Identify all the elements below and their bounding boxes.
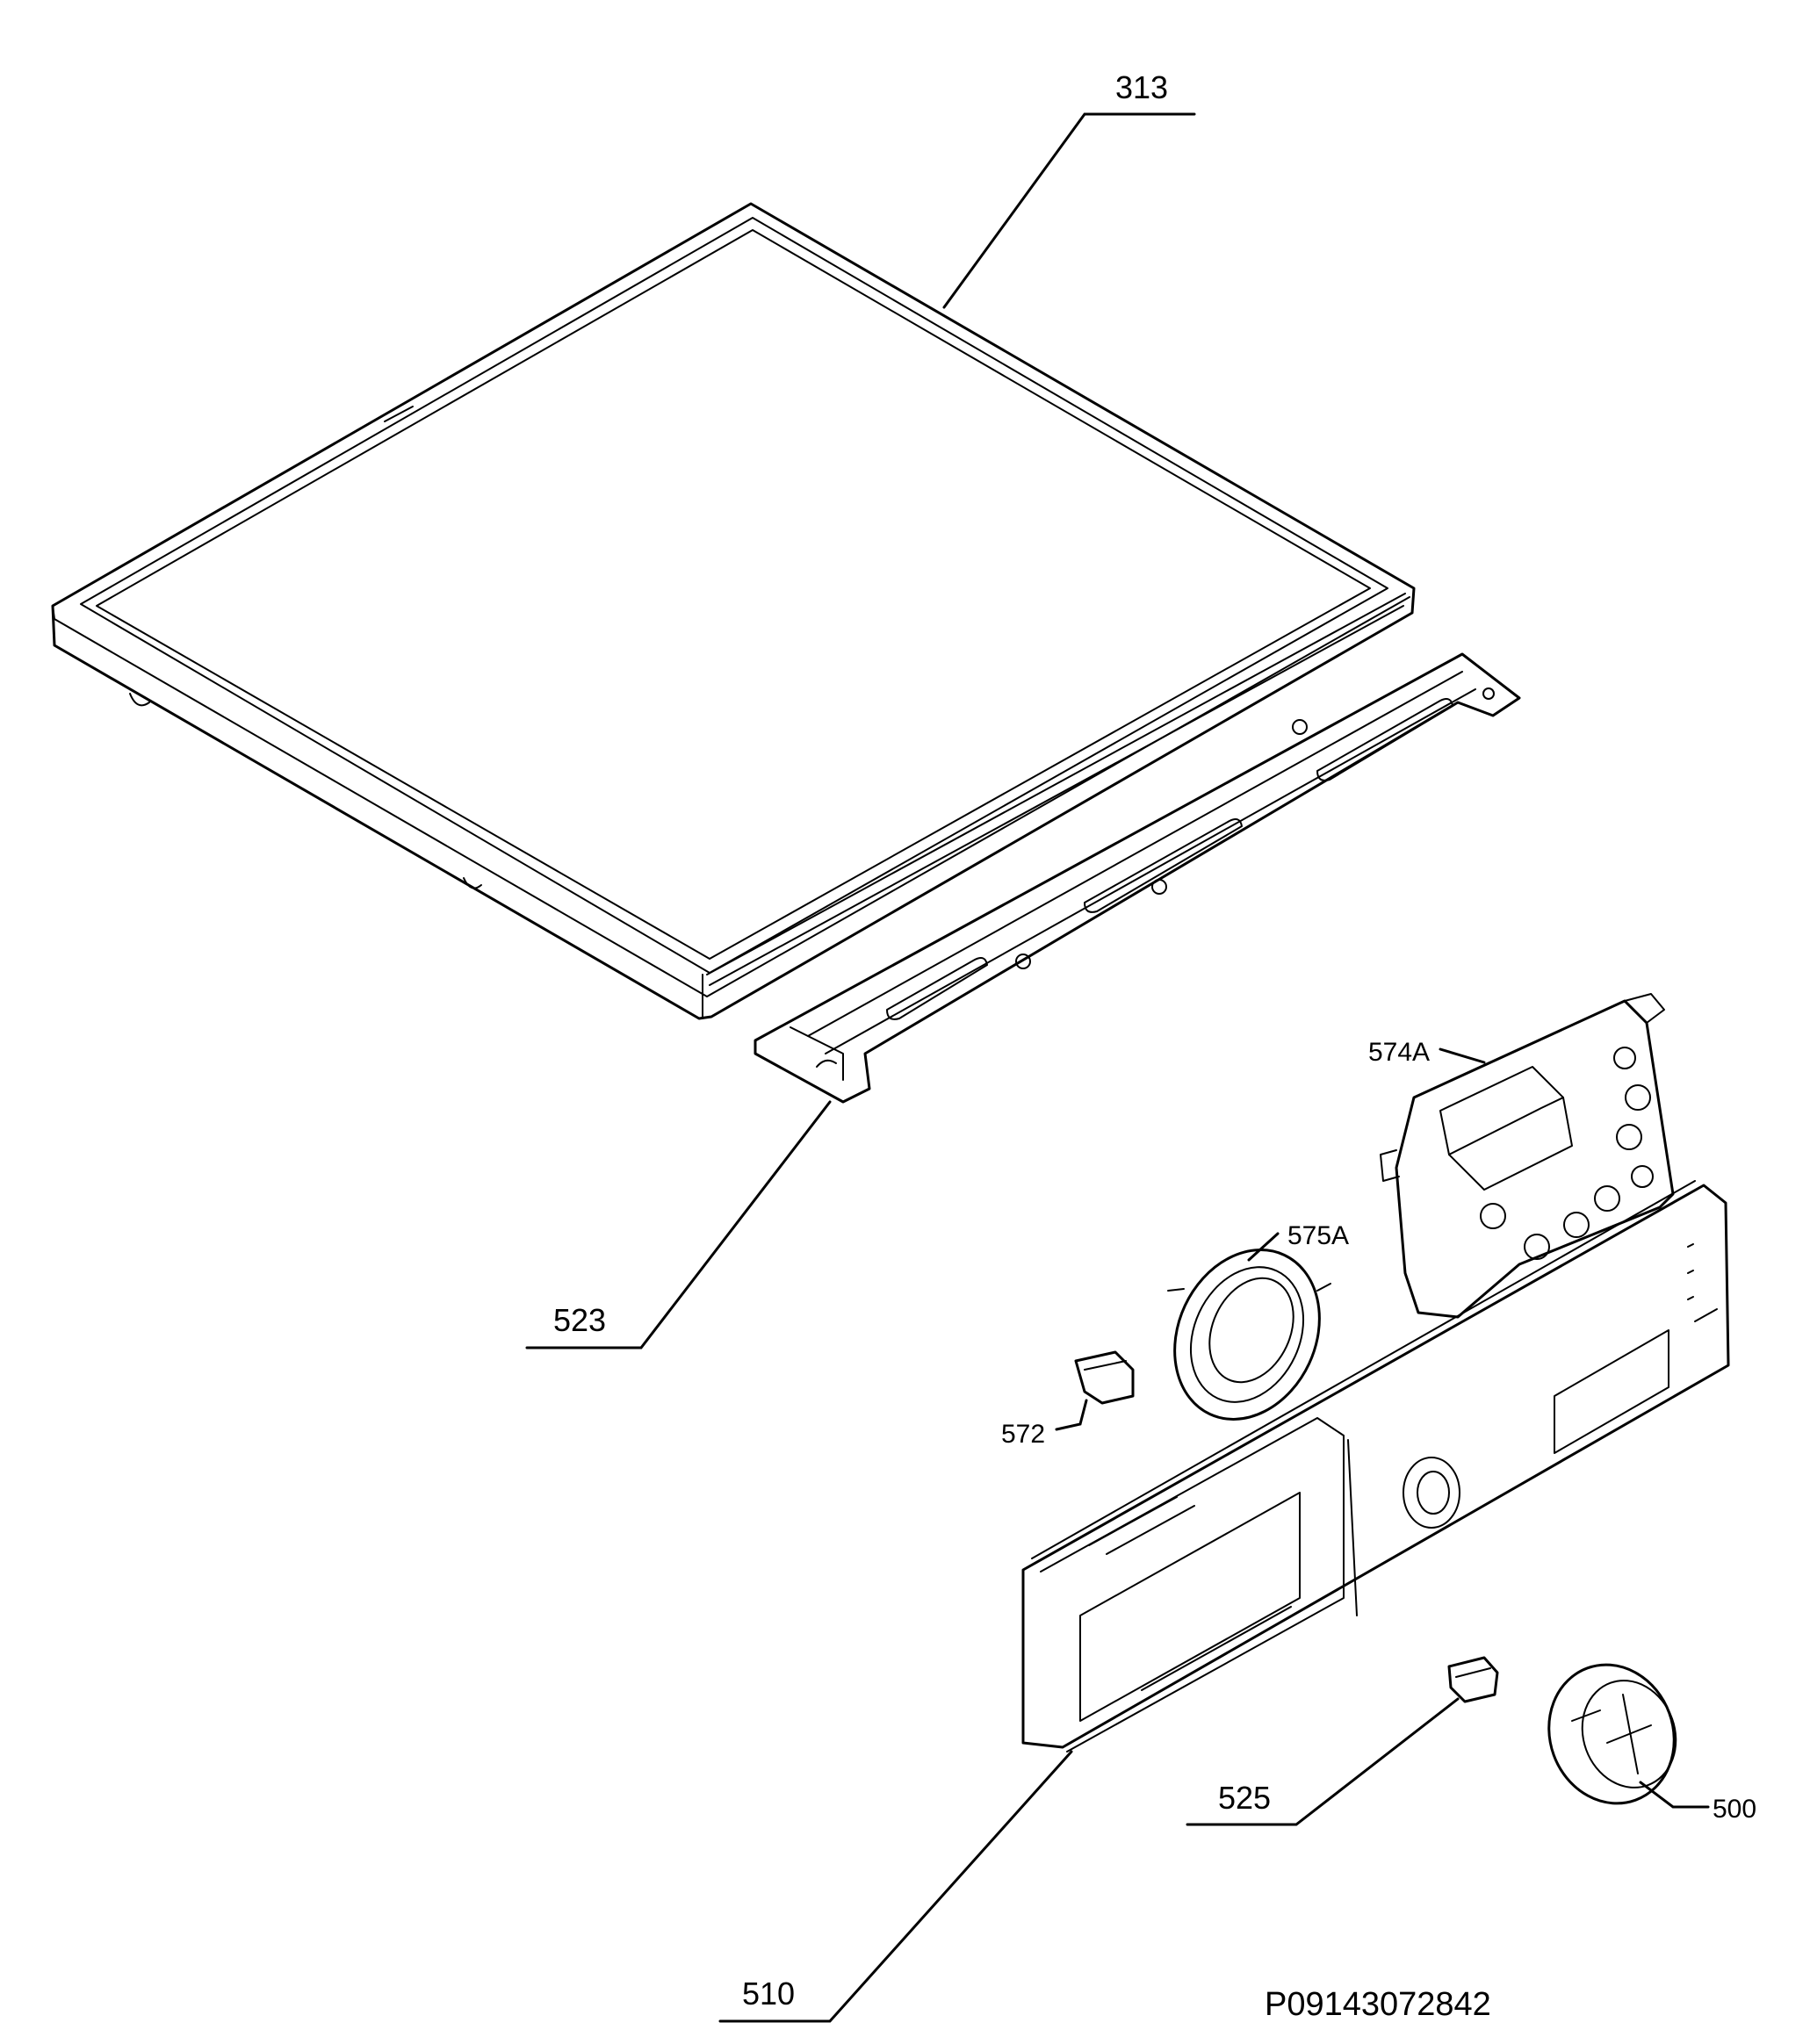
selector-ring-575A[interactable] [1148,1226,1346,1443]
part-number-510: 510 [742,1976,795,2012]
leader-523 [525,1100,832,1349]
button-525[interactable] [1447,1656,1499,1703]
knob-500[interactable] [1530,1647,1693,1821]
leader-500 [1639,1781,1710,1809]
drawing-reference-number: P09143072842 [1265,1986,1491,2023]
leader-313 [942,112,1196,309]
leader-575A [1247,1232,1280,1262]
part-number-574A: 574A [1368,1038,1430,1067]
leader-510 [718,1750,1073,2023]
part-number-523: 523 [553,1302,606,1338]
part-number-572: 572 [1001,1420,1045,1449]
part-number-575A: 575A [1287,1221,1349,1250]
leader-525 [1186,1697,1460,1826]
leader-572 [1055,1399,1088,1431]
control-panel-510[interactable] [1021,1180,1730,1753]
leader-lines [525,112,1710,2023]
rear-rail-523[interactable] [754,652,1521,1104]
top-cover-313[interactable] [51,202,1416,1020]
button-572[interactable] [1074,1350,1135,1405]
leader-574A [1439,1047,1486,1064]
part-number-525: 525 [1218,1780,1271,1816]
part-number-313: 313 [1115,69,1168,105]
electronic-board-574A[interactable] [1380,993,1675,1319]
part-number-500: 500 [1713,1795,1756,1824]
